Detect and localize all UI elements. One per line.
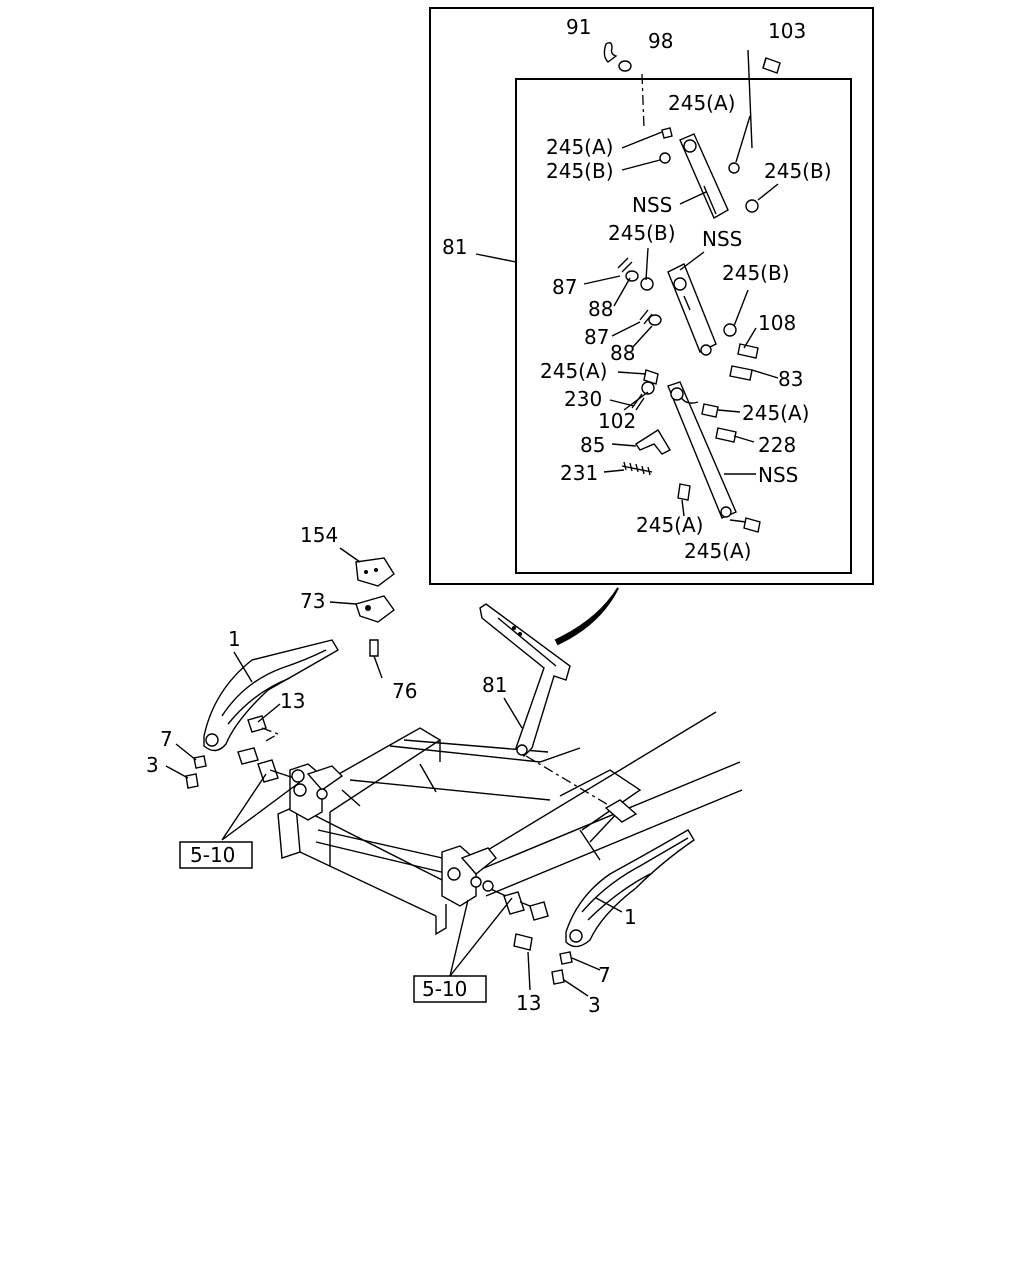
plate-154-hole bbox=[364, 570, 368, 574]
ref-box-left bbox=[179, 841, 253, 869]
label-7: 7 bbox=[598, 963, 611, 987]
label-1: 1 bbox=[228, 627, 241, 651]
label-228: 228 bbox=[758, 433, 796, 457]
right-pin-assembly bbox=[482, 880, 549, 921]
left-lever-part-1 bbox=[203, 639, 339, 752]
label-245a: 245(A) bbox=[546, 135, 613, 159]
label-230: 230 bbox=[564, 387, 602, 411]
label-245a: 245(A) bbox=[684, 539, 751, 563]
frame-cross-upper bbox=[299, 727, 461, 877]
label-91: 91 bbox=[566, 15, 591, 39]
part-91-clip bbox=[603, 41, 618, 63]
label-nss: NSS bbox=[702, 227, 742, 251]
label-87: 87 bbox=[552, 275, 577, 299]
part-81-link bbox=[479, 603, 571, 757]
frame-inner-rails bbox=[329, 739, 581, 866]
label-245b: 245(B) bbox=[546, 159, 614, 183]
inset-inner-frame bbox=[515, 78, 852, 574]
part-13-right-bolt bbox=[513, 933, 533, 951]
frame-rail-right bbox=[457, 711, 743, 897]
label-73: 73 bbox=[300, 589, 325, 613]
right-hinge-bracket bbox=[441, 845, 497, 907]
inset-leaders bbox=[475, 115, 779, 523]
inset-outer-frame bbox=[429, 7, 874, 585]
main-leaders bbox=[165, 547, 623, 997]
dash-guide-98 bbox=[641, 73, 645, 129]
right-lever-part-1 bbox=[565, 829, 695, 948]
part-13-left-dash bbox=[261, 727, 280, 743]
label-81-inset: 81 bbox=[442, 235, 467, 259]
label-nss: NSS bbox=[632, 193, 672, 217]
part-98-washer bbox=[618, 60, 632, 72]
label-13: 13 bbox=[280, 689, 305, 713]
part-3-right-bolt bbox=[551, 969, 565, 985]
label-7: 7 bbox=[160, 727, 173, 751]
ref-label-5-10: 5-10 bbox=[190, 843, 235, 867]
label-98: 98 bbox=[648, 29, 673, 53]
label-13: 13 bbox=[516, 991, 541, 1015]
plate-154-hole bbox=[374, 568, 378, 572]
part-81-mount-bracket bbox=[604, 799, 638, 823]
part-73-bracket bbox=[355, 595, 395, 623]
label-nss: NSS bbox=[758, 463, 798, 487]
part-103-bolt bbox=[762, 57, 781, 74]
label-245a: 245(A) bbox=[742, 401, 809, 425]
upper-nss-link bbox=[659, 127, 759, 219]
label-245b: 245(B) bbox=[608, 221, 676, 245]
label-245b: 245(B) bbox=[764, 159, 832, 183]
label-76: 76 bbox=[392, 679, 417, 703]
label-102: 102 bbox=[598, 409, 636, 433]
label-245a: 245(A) bbox=[668, 91, 735, 115]
label-85: 85 bbox=[580, 433, 605, 457]
left-pin-assembly bbox=[237, 747, 305, 783]
part-3-left-bolt bbox=[185, 773, 199, 789]
bolt-guide-line bbox=[747, 49, 753, 149]
label-245a: 245(A) bbox=[636, 513, 703, 537]
label-154: 154 bbox=[300, 523, 338, 547]
label-87: 87 bbox=[584, 325, 609, 349]
main-assembly bbox=[165, 547, 743, 1003]
part-7-right-nut bbox=[559, 951, 573, 965]
label-88: 88 bbox=[588, 297, 613, 321]
label-88: 88 bbox=[610, 341, 635, 365]
label-245a: 245(A) bbox=[540, 359, 607, 383]
label-3: 3 bbox=[588, 993, 601, 1017]
ref-label-5-10: 5-10 bbox=[422, 977, 467, 1001]
label-3: 3 bbox=[146, 753, 159, 777]
bracket-73-hole bbox=[365, 605, 371, 611]
part-81-dash-guide bbox=[525, 755, 611, 807]
label-231: 231 bbox=[560, 461, 598, 485]
label-103: 103 bbox=[768, 19, 806, 43]
callout-labels: 91 98 103 245(A) 245(A) 245(B) 245(B) NS… bbox=[146, 15, 832, 1017]
label-108: 108 bbox=[758, 311, 796, 335]
part-154-plate bbox=[355, 557, 395, 587]
label-81: 81 bbox=[482, 673, 507, 697]
inset-detail bbox=[429, 7, 874, 585]
inset-pointer bbox=[554, 587, 619, 646]
label-1: 1 bbox=[624, 905, 637, 929]
lower-nss-lever bbox=[621, 369, 761, 533]
part-76-bolt bbox=[369, 639, 379, 657]
part-7-left-nut bbox=[193, 755, 207, 769]
label-83: 83 bbox=[778, 367, 803, 391]
frame-left-body bbox=[299, 807, 451, 936]
label-245b: 245(B) bbox=[722, 261, 790, 285]
